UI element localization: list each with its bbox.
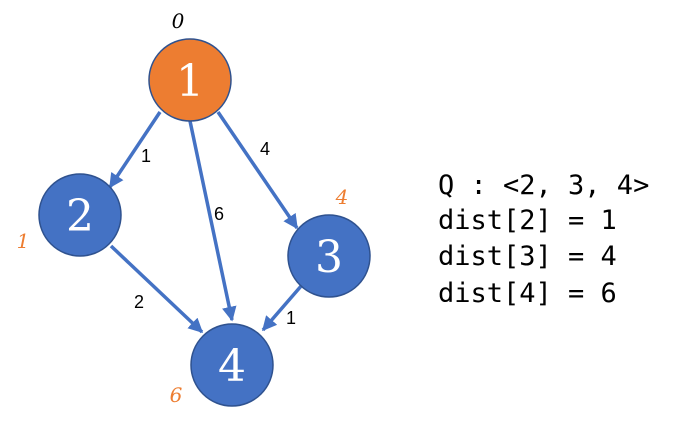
edge-weights: 1 6 4 2 1 bbox=[134, 139, 296, 328]
edge-3-4 bbox=[261, 283, 304, 332]
edge-weight-1-4: 6 bbox=[214, 204, 224, 224]
dist-line-3: dist[3] = 4 bbox=[438, 241, 617, 272]
edge-weight-2-4: 2 bbox=[134, 292, 144, 312]
algorithm-state: Q : <2, 3, 4> dist[2] = 1 dist[3] = 4 di… bbox=[438, 170, 649, 309]
dist-label-node-3: 4 bbox=[335, 185, 349, 209]
graph-node-3: 3 bbox=[287, 214, 371, 298]
edge-2-4 bbox=[109, 244, 204, 334]
graph-node-4: 4 bbox=[190, 323, 274, 407]
nodes: 1 2 3 4 bbox=[38, 38, 371, 407]
edge-1-2 bbox=[108, 111, 162, 189]
edge-1-3 bbox=[216, 111, 299, 230]
node-circle bbox=[148, 38, 232, 122]
edge-weight-1-3: 4 bbox=[260, 139, 270, 159]
node-circle bbox=[190, 323, 274, 407]
dist-label-node-1: 0 bbox=[172, 9, 185, 33]
distance-labels: 0 1 4 6 bbox=[17, 9, 349, 407]
edge-weight-3-4: 1 bbox=[286, 308, 296, 328]
dist-label-node-4: 6 bbox=[170, 383, 183, 407]
node-label: 3 bbox=[315, 232, 343, 283]
node-circle bbox=[38, 173, 122, 257]
edge-1-4 bbox=[188, 120, 237, 322]
graph-node-1: 1 bbox=[148, 38, 232, 122]
dist-line-2: dist[2] = 1 bbox=[438, 205, 617, 236]
node-circle bbox=[287, 214, 371, 298]
graph-node-2: 2 bbox=[38, 173, 122, 257]
dist-label-node-2: 1 bbox=[17, 229, 30, 253]
edge-weight-1-2: 1 bbox=[141, 146, 151, 166]
dist-line-4: dist[4] = 6 bbox=[438, 278, 617, 309]
queue-text: Q : <2, 3, 4> bbox=[438, 170, 649, 201]
node-label: 1 bbox=[176, 56, 204, 107]
node-label: 4 bbox=[218, 341, 246, 392]
node-label: 2 bbox=[66, 191, 94, 242]
edges bbox=[108, 111, 304, 334]
